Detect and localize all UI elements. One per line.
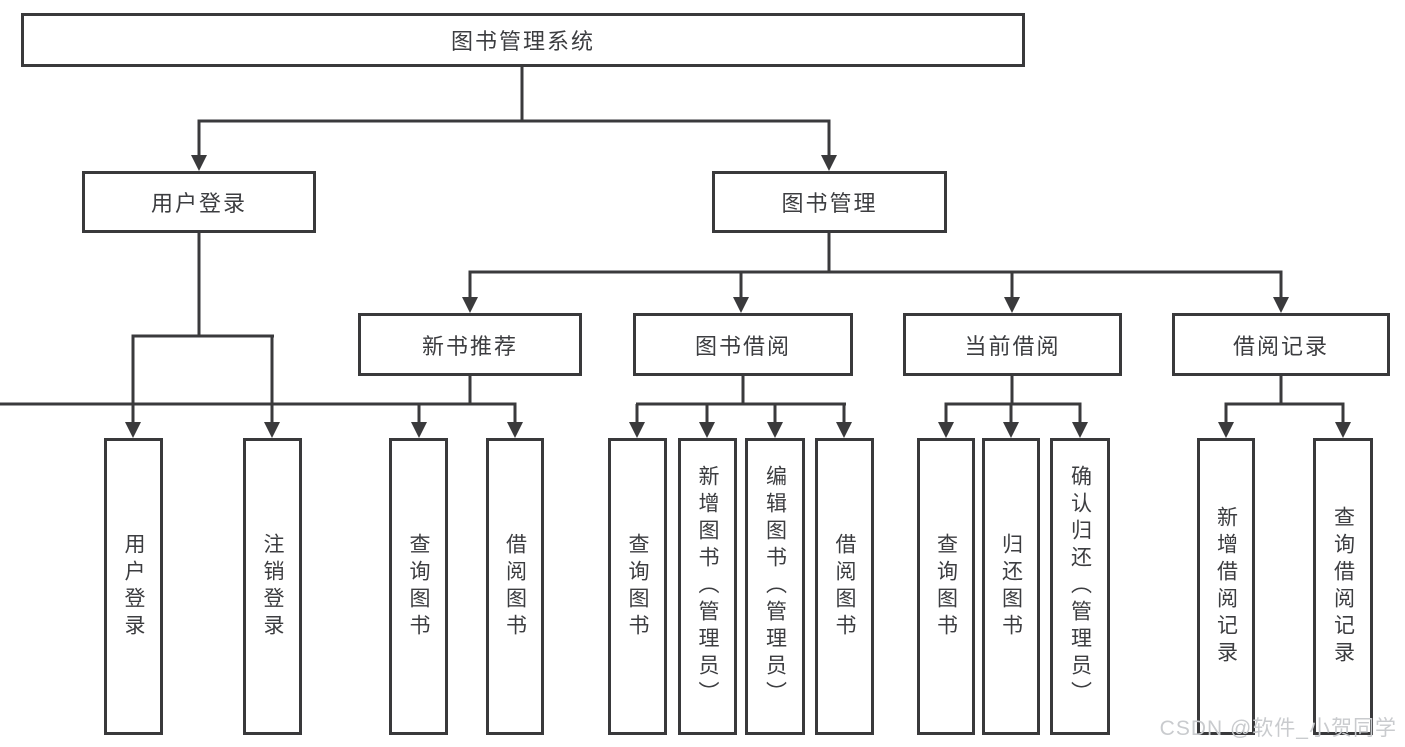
connector-current-borrow-children xyxy=(938,376,1088,438)
node-borrow-record: 借阅记录 xyxy=(1172,313,1390,376)
leaf-edit-books-admin: 编辑图书（管理员） xyxy=(745,438,805,735)
csdn-watermark: CSDN @软件_小贺同学 xyxy=(1159,717,1397,740)
connector-new-book-children xyxy=(0,376,523,438)
connector-book-mgmt-children xyxy=(462,233,1289,313)
node-book-management: 图书管理 xyxy=(712,171,947,233)
node-new-book-recommend: 新书推荐 xyxy=(358,313,582,376)
leaf-query-books-3: 查询图书 xyxy=(917,438,975,735)
node-current-borrow: 当前借阅 xyxy=(903,313,1122,376)
node-book-borrow: 图书借阅 xyxy=(633,313,853,376)
connector-book-borrow-children xyxy=(629,376,852,438)
connector-root-to-branches xyxy=(191,67,837,171)
leaf-return-books: 归还图书 xyxy=(982,438,1040,735)
leaf-logout: 注销登录 xyxy=(243,438,302,735)
leaf-confirm-return-admin: 确认归还（管理员） xyxy=(1050,438,1110,735)
leaf-query-books-1: 查询图书 xyxy=(389,438,448,735)
leaf-add-books-admin: 新增图书（管理员） xyxy=(678,438,737,735)
leaf-query-books-2: 查询图书 xyxy=(608,438,667,735)
leaf-borrow-books-1: 借阅图书 xyxy=(486,438,544,735)
connector-borrow-record-children xyxy=(1218,376,1351,438)
leaf-query-borrow-record: 查询借阅记录 xyxy=(1313,438,1373,735)
leaf-borrow-books-2: 借阅图书 xyxy=(815,438,874,735)
connector-user-login-children xyxy=(125,233,280,438)
leaf-user-login: 用户登录 xyxy=(104,438,163,735)
leaf-add-borrow-record: 新增借阅记录 xyxy=(1197,438,1255,735)
node-user-login: 用户登录 xyxy=(82,171,316,233)
node-library-management-system: 图书管理系统 xyxy=(21,13,1025,67)
